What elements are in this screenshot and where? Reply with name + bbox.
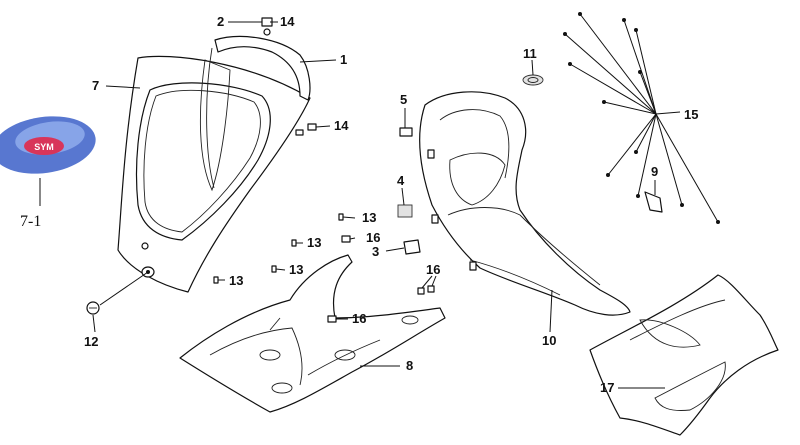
label-16-a: 16 xyxy=(366,230,380,245)
label-11: 11 xyxy=(523,46,537,61)
label-9: 9 xyxy=(651,164,658,179)
label-15: 15 xyxy=(684,107,698,122)
inner-frame-part-1 xyxy=(199,35,311,192)
label-13-b: 13 xyxy=(307,235,321,250)
label-14-top: 14 xyxy=(280,14,295,29)
emblem-text: SYM xyxy=(34,142,54,152)
label-16-c: 16 xyxy=(352,311,366,326)
label-13-a: 13 xyxy=(362,210,376,225)
label-7-1: 7-1 xyxy=(20,213,41,230)
front-cover-part-7 xyxy=(117,55,311,293)
label-3: 3 xyxy=(372,244,379,259)
leader-lines xyxy=(92,12,720,389)
label-2: 2 xyxy=(217,14,224,29)
label-10: 10 xyxy=(542,333,556,348)
label-12: 12 xyxy=(84,334,98,349)
callout-labels: 2 14 1 7 14 7-1 5 4 3 11 15 9 10 12 13 1… xyxy=(20,14,698,395)
label-1: 1 xyxy=(340,52,347,67)
floor-mat-part-17 xyxy=(589,274,779,436)
floor-panel-part-8 xyxy=(179,254,446,413)
label-7: 7 xyxy=(92,78,99,93)
label-8: 8 xyxy=(406,358,413,373)
label-17: 17 xyxy=(600,380,614,395)
label-16-b: 16 xyxy=(426,262,440,277)
label-4: 4 xyxy=(397,173,405,188)
label-5: 5 xyxy=(400,92,407,107)
label-13-d: 13 xyxy=(229,273,243,288)
hardware-parts xyxy=(86,17,663,323)
label-14-mid: 14 xyxy=(334,118,349,133)
emblem-part-7-1: SYM xyxy=(0,116,96,206)
leg-shield-part-10 xyxy=(419,91,631,316)
label-13-c: 13 xyxy=(289,262,303,277)
